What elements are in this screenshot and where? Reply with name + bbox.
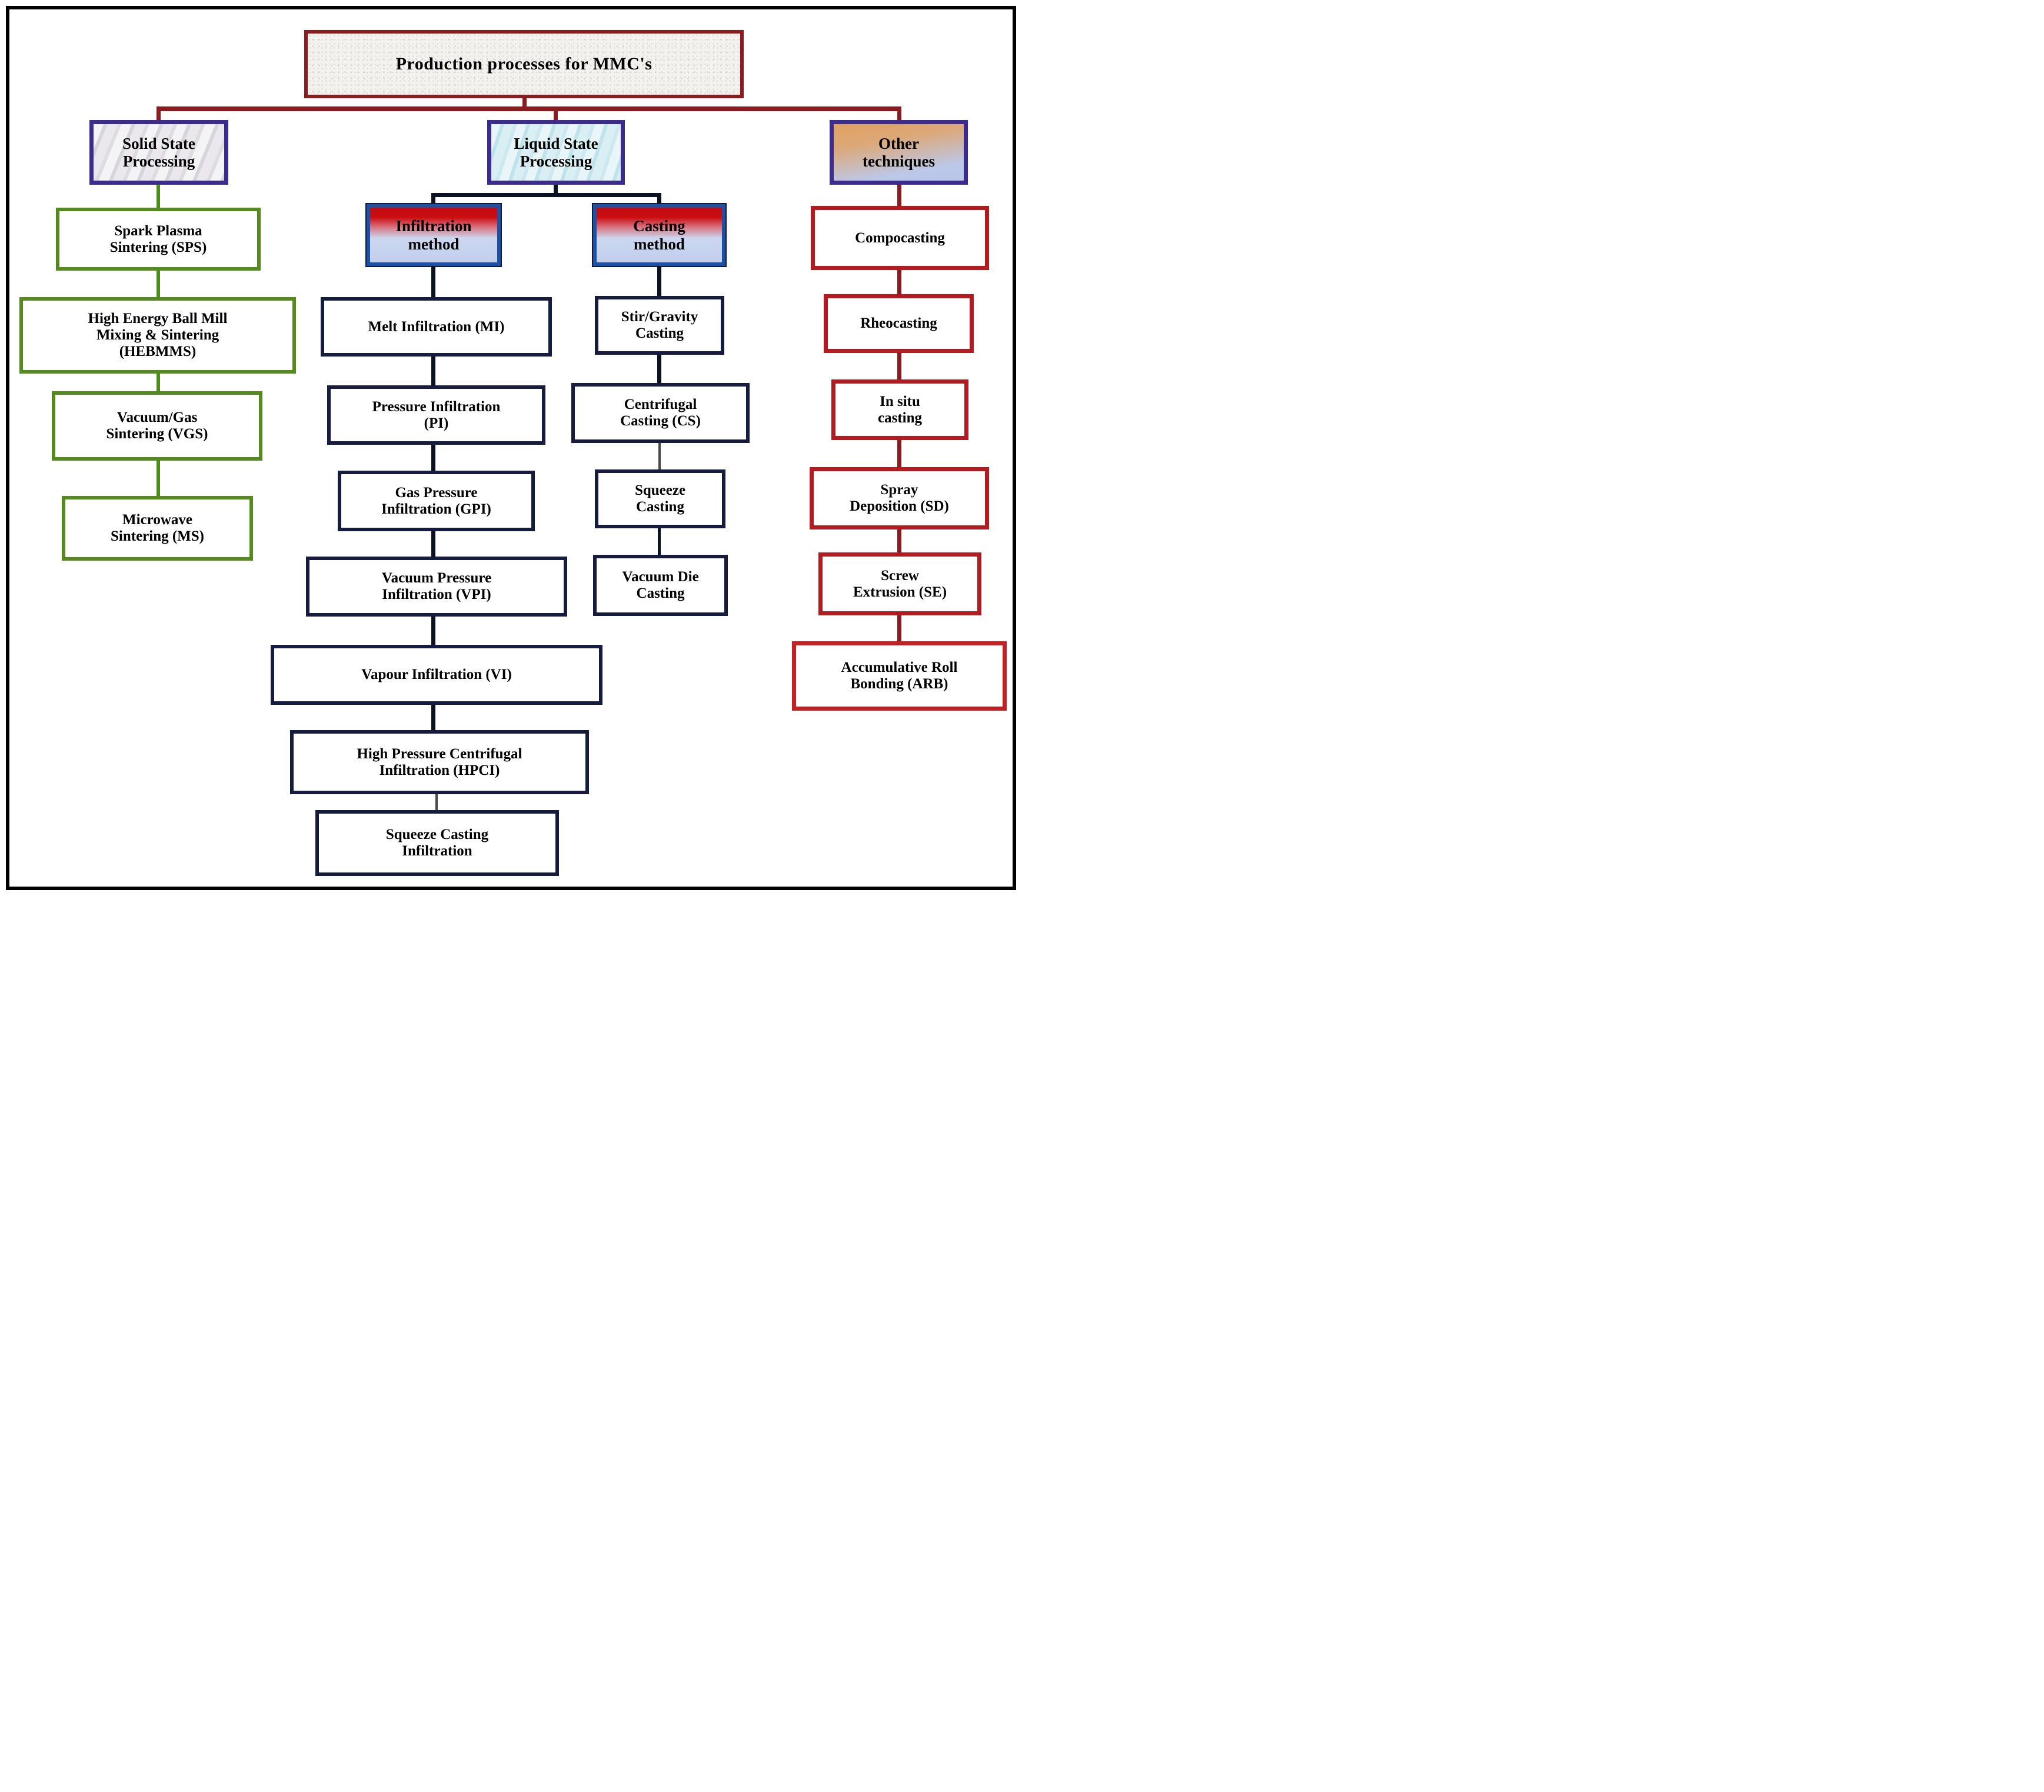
node-vgs: Vacuum/Gas Sintering (VGS) [52,391,262,461]
node-liquid-state-processing: Liquid State Processing [487,120,625,185]
connector-vgs-ms [157,461,160,496]
connector-pi-gpi [431,445,435,471]
node-gpi: Gas Pressure Infiltration (GPI) [338,471,535,531]
node-squeeze-casting: Squeeze Casting [595,469,725,528]
node-title: Production processes for MMC's [304,30,744,98]
node-infiltration-method: Infiltration method [367,204,501,266]
connector-title-down [522,98,527,109]
flowchart-canvas: Production processes for MMC's Solid Sta… [0,0,1022,896]
connector-insitu-spray [897,440,901,467]
connector-gpi-vpi [431,531,435,557]
node-solid-state-processing: Solid State Processing [89,120,228,185]
node-ms: Microwave Sintering (MS) [62,496,253,561]
node-vi: Vapour Infiltration (VI) [271,645,602,705]
connector-drop-casting [657,195,661,204]
node-casting-method: Casting method [593,204,725,266]
node-compocasting: Compocasting [811,206,989,270]
connector-vi-hpci [431,705,435,730]
node-stir-gravity-casting: Stir/Gravity Casting [595,296,724,355]
connector-squeeze-vacuumdie [658,528,661,555]
connector-compocasting-rheocasting [897,270,901,294]
connector-rheocasting-insitu [897,353,901,379]
connector-vpi-vi [431,617,435,645]
node-centrifugal-casting: Centrifugal Casting (CS) [571,383,750,443]
connector-liquid-split [554,185,558,195]
node-hebmms: High Energy Ball Mill Mixing & Sintering… [19,297,296,374]
diagram-border [6,6,1016,890]
node-mi: Melt Infiltration (MI) [321,297,552,357]
connector-other-compocasting [897,185,901,206]
connector-hebmms-vgs [157,374,160,391]
connector-stir-centrifugal [657,355,661,383]
connector-mi-pi [431,357,435,385]
node-sps: Spark Plasma Sintering (SPS) [56,208,261,271]
connector-drop-infiltration [431,195,435,204]
node-screw-extrusion: Screw Extrusion (SE) [818,552,981,615]
connector-hpci-sci [435,794,438,810]
node-spray-deposition: Spray Deposition (SD) [810,467,989,529]
node-rheocasting: Rheocasting [824,294,974,353]
connector-infiltration-mi [431,266,435,297]
connector-drop-other [897,110,901,120]
node-vacuum-die-casting: Vacuum Die Casting [593,555,728,616]
connector-main-horizontal [157,106,901,111]
connector-screw-arb [897,615,901,641]
connector-centrifugal-squeeze [658,443,661,469]
connector-drop-solid [157,110,161,120]
node-vpi: Vacuum Pressure Infiltration (VPI) [306,557,567,617]
node-hpci: High Pressure Centrifugal Infiltration (… [290,730,589,794]
node-pi: Pressure Infiltration (PI) [327,385,545,445]
connector-split-horizontal [431,193,661,197]
connector-casting-stir [657,266,661,296]
node-in-situ-casting: In situ casting [831,379,968,440]
node-arb: Accumulative Roll Bonding (ARB) [792,641,1007,711]
connector-drop-liquid [554,110,558,120]
connector-spray-screw [897,529,901,552]
node-squeeze-casting-infiltration: Squeeze Casting Infiltration [315,810,559,876]
connector-solid-sps [157,185,160,208]
node-other-techniques: Other techniques [830,120,968,185]
connector-sps-hebmms [157,271,160,297]
